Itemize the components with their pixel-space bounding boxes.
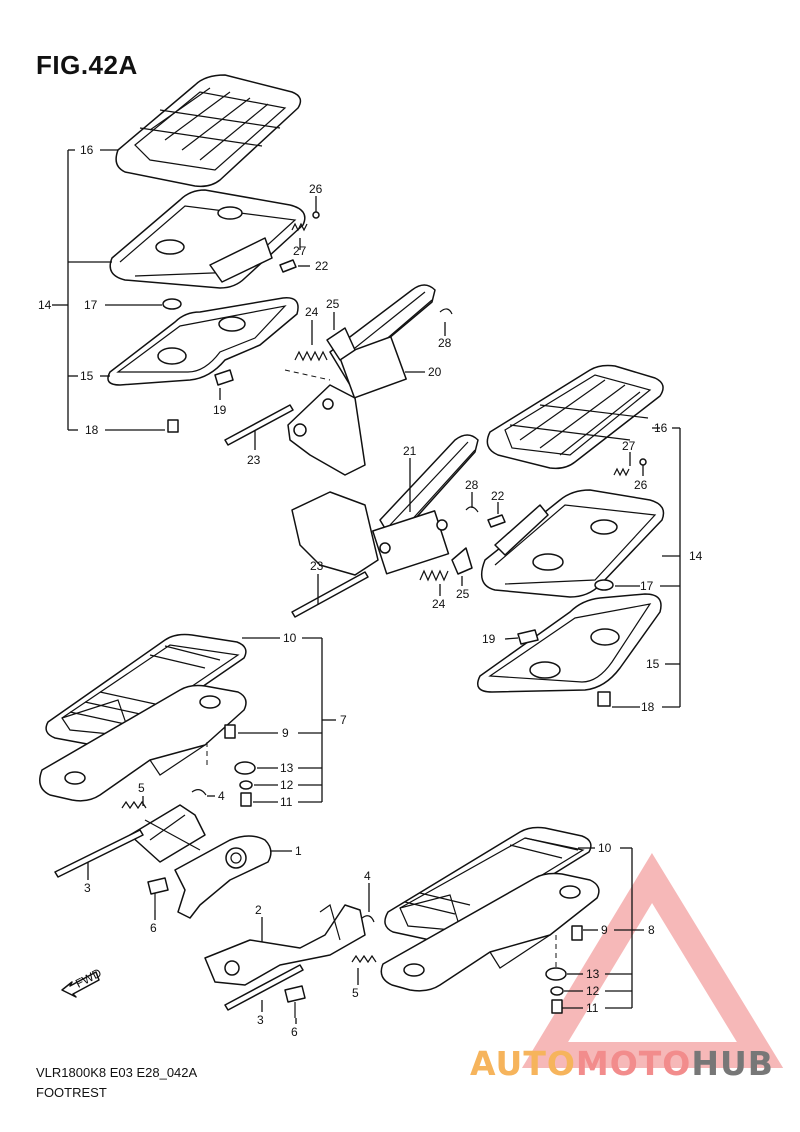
floorboard-frame-top-left: [107, 297, 299, 386]
callout-22-b: 22: [491, 489, 505, 503]
callout-15-a: 15: [80, 369, 94, 383]
small-parts-middle-right: [465, 458, 647, 707]
callout-11-a: 11: [280, 795, 293, 809]
bolt-6-bottom-left: [147, 877, 169, 910]
pin-23-top-left: [224, 404, 294, 446]
callout-14-b: 14: [689, 549, 703, 563]
callout-14-a: 14: [38, 298, 52, 312]
callout-28-a: 28: [438, 336, 452, 350]
callout-10-a: 10: [283, 631, 297, 645]
callout-1: 1: [295, 844, 302, 858]
callout-3-b: 3: [257, 1013, 264, 1027]
spring-24-middle-right: [419, 569, 449, 582]
callout-21: 21: [403, 444, 417, 458]
callout-numbers-middle-right: 21 16 27 26 28 22 14 23 24 25 17 19 15 1…: [310, 421, 703, 714]
callout-26-b: 26: [634, 478, 648, 492]
callout-18-a: 18: [85, 423, 99, 437]
callout-22-a: 22: [315, 259, 329, 273]
figure-title: FIG.42A: [36, 50, 138, 80]
callout-12-a: 12: [280, 778, 294, 792]
fwd-label: FWD: [73, 965, 104, 990]
callout-16-a: 16: [80, 143, 94, 157]
floorboard-tray-top-left: [109, 189, 306, 289]
callout-28-b: 28: [465, 478, 479, 492]
callout-6-a: 6: [150, 921, 157, 935]
callout-19-a: 19: [213, 403, 227, 417]
callout-25-b: 25: [456, 587, 470, 601]
callout-3-a: 3: [84, 881, 91, 895]
rod-3-bottom-left: [54, 829, 144, 878]
watermark-part-auto: AUTO: [470, 1044, 576, 1083]
watermark-logo: AUTOMOTOHUB: [470, 1044, 774, 1083]
callout-4-a: 4: [218, 789, 225, 803]
callout-numbers-bottom-right: 2 4 10 9 8 13 12 11 5 3 6: [255, 841, 655, 1039]
callout-16-b: 16: [654, 421, 668, 435]
callout-23-b: 23: [310, 559, 324, 573]
floorboard-tray-middle-right: [480, 489, 665, 598]
bracket-2-bottom-right: [204, 904, 366, 986]
callout-19-b: 19: [482, 632, 496, 646]
callout-11-b: 11: [586, 1001, 599, 1015]
footboard-base-bottom-right: [380, 872, 600, 992]
callout-26-a: 26: [309, 182, 323, 196]
callout-2: 2: [255, 903, 262, 917]
plate-25-top-left: [326, 327, 356, 361]
callout-24-b: 24: [432, 597, 446, 611]
callout-6-b: 6: [291, 1025, 298, 1039]
rod-3-bottom-right: [224, 964, 304, 1011]
small-parts-bottom-left: [191, 724, 256, 807]
spring-5-bottom-left: [121, 800, 147, 810]
floorboard-mat-middle-right: [486, 364, 664, 470]
leader-lines-middle-right: [317, 427, 681, 708]
callout-12-b: 12: [586, 984, 600, 998]
bracket-1-bottom-left: [129, 804, 272, 919]
callout-numbers-top-left: 16 26 27 22 14 17 24 25 28 15 20 19 18 2…: [38, 143, 452, 467]
figure-code: VLR1800K8 E03 E28_042A: [36, 1065, 198, 1080]
callout-27-b: 27: [622, 439, 636, 453]
spring-5-bottom-right: [351, 954, 377, 964]
callout-10-b: 10: [598, 841, 612, 855]
watermark-part-hub: HUB: [691, 1044, 774, 1083]
callout-8: 8: [648, 923, 655, 937]
callout-4-b: 4: [364, 869, 371, 883]
fwd-arrow-icon: FWD: [61, 965, 104, 998]
callout-20: 20: [428, 365, 442, 379]
footboard-base-bottom-left: [39, 684, 247, 802]
callout-7: 7: [340, 713, 347, 727]
small-parts-bottom-right: [361, 915, 583, 1014]
leader-lines-top-left: [52, 149, 446, 450]
callout-13-a: 13: [280, 761, 294, 775]
bracket-top-left: [287, 284, 436, 476]
watermark-triangle-icon: [521, 852, 784, 1068]
leader-lines-bottom-right: [261, 847, 644, 1024]
floorboard-mat-top-left: [115, 74, 302, 188]
plate-25-middle-right: [451, 547, 473, 575]
callout-5-b: 5: [352, 986, 359, 1000]
bracket-middle-right: [291, 434, 479, 576]
footboard-pad-bottom-right: [384, 826, 592, 942]
callout-9-b: 9: [601, 923, 608, 937]
callout-18-b: 18: [641, 700, 655, 714]
callout-24-a: 24: [305, 305, 319, 319]
callout-numbers-bottom-left: 10 7 9 13 12 11 5 4 1 3 6: [84, 631, 347, 935]
callout-5-a: 5: [138, 781, 145, 795]
callout-23-a: 23: [247, 453, 261, 467]
floorboard-frame-middle-right: [477, 593, 662, 693]
callout-25-a: 25: [326, 297, 340, 311]
callout-17-a: 17: [84, 298, 98, 312]
watermark-part-moto: MOTO: [575, 1044, 692, 1083]
spring-24-top-left: [294, 350, 328, 362]
callout-9-a: 9: [282, 726, 289, 740]
figure-name: FOOTREST: [36, 1085, 107, 1100]
callout-15-b: 15: [646, 657, 660, 671]
bolt-6-bottom-right: [284, 985, 306, 1018]
callout-13-b: 13: [586, 967, 600, 981]
callout-17-b: 17: [640, 579, 654, 593]
callout-27-a: 27: [293, 244, 307, 258]
leader-lines-bottom-left: [87, 637, 336, 920]
pin-23-middle-right: [291, 571, 369, 618]
